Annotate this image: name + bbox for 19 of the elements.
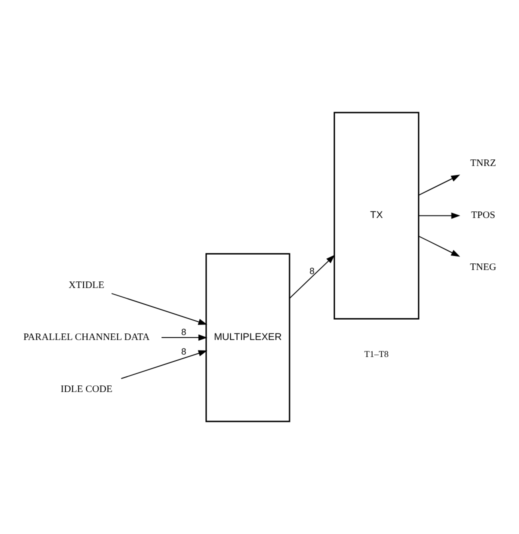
arrow — [418, 174, 460, 196]
node-box: TX — [334, 112, 420, 320]
arrow — [418, 212, 460, 219]
arrow — [418, 236, 460, 257]
node-text: PARALLEL CHANNEL DATA — [23, 332, 150, 344]
edge-label: 8 — [181, 326, 186, 337]
arrow — [289, 254, 335, 299]
node-text: IDLE CODE — [60, 384, 112, 396]
edge-label: 8 — [181, 346, 186, 357]
node-text: TPOS — [471, 210, 496, 222]
arrow — [111, 293, 208, 325]
node-text: TNEG — [470, 262, 496, 274]
node-box: MULTIPLEXER — [205, 253, 290, 422]
arrow — [120, 350, 208, 380]
node-text: XTIDLE — [68, 280, 104, 292]
edge-label: 8 — [309, 266, 314, 276]
arrow — [161, 334, 208, 341]
label: T1–T8 — [364, 348, 389, 359]
node-text: TNRZ — [470, 158, 496, 170]
